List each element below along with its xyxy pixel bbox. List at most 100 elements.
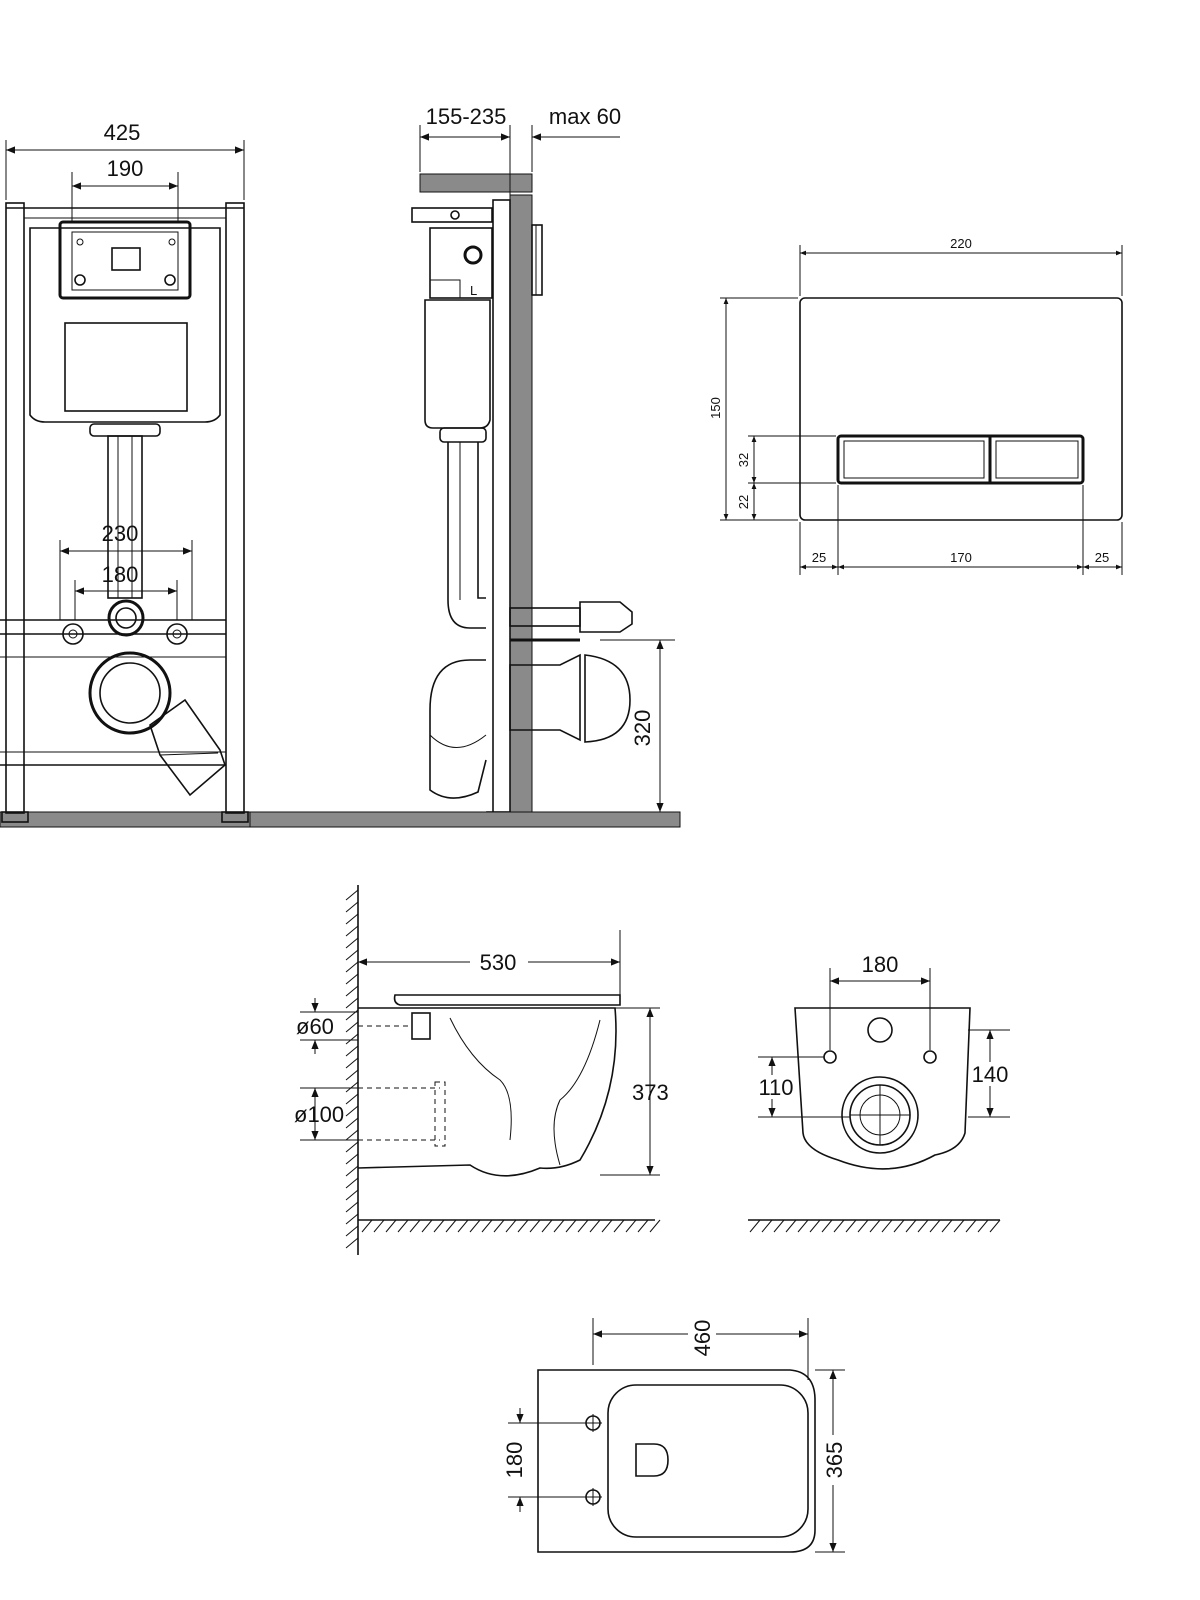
hatch-line	[345, 985, 359, 997]
toilet-bowl-side	[357, 1007, 617, 1177]
dim-frame-depth: 155-235	[426, 104, 507, 129]
hatch-line	[345, 925, 359, 937]
dim-bolt-inner: 180	[102, 562, 139, 587]
wall-cap	[419, 173, 533, 193]
dim-button-height: 32	[736, 453, 751, 467]
cistern-front	[29, 227, 221, 423]
hatch-line	[541, 1219, 553, 1233]
dim-rear-bolt-spacing: 180	[862, 952, 899, 977]
hatch-line	[845, 1219, 857, 1233]
hatch-line	[869, 1219, 881, 1233]
dim-toilet-length: 530	[480, 950, 517, 975]
floor-hatching-rear	[749, 1219, 1001, 1233]
bolt-right	[166, 623, 188, 645]
hatch-line	[457, 1219, 469, 1233]
hatch-line	[345, 1021, 359, 1033]
hatch-line	[345, 1093, 359, 1105]
hatch-line	[565, 1219, 577, 1233]
hatch-line	[345, 1225, 359, 1237]
flush-plate-edge	[531, 224, 543, 296]
pipe-side	[447, 442, 486, 629]
flush-buttons	[836, 434, 1085, 485]
dim-top-width: 365	[822, 1442, 847, 1479]
hatch-line	[345, 1045, 359, 1057]
frame-front-view: 425 190 230 180	[0, 120, 681, 828]
hatch-line	[649, 1219, 661, 1233]
toilet-top-lid-mark	[635, 1443, 669, 1477]
wall-section	[509, 194, 533, 816]
flush-pipe	[107, 435, 143, 599]
inlet-spigot	[579, 601, 633, 633]
hatch-line	[517, 1219, 529, 1233]
hatch-line	[589, 1219, 601, 1233]
hatch-line	[613, 1219, 625, 1233]
toilet-side-view: 530 ø60 ø100 373	[294, 885, 669, 1255]
outlet-ring-outer	[841, 1076, 919, 1154]
hatch-line	[345, 1033, 359, 1045]
hatch-line	[433, 1219, 445, 1233]
hatch-line	[761, 1219, 773, 1233]
hatch-line	[989, 1219, 1001, 1233]
hatch-line	[577, 1219, 589, 1233]
flush-button-small	[843, 440, 985, 479]
hatch-line	[345, 901, 359, 913]
hatch-line	[857, 1219, 869, 1233]
dim-wall-max: max 60	[549, 104, 621, 129]
dim-button-bottom: 22	[736, 495, 751, 509]
hatch-line	[941, 1219, 953, 1233]
hatch-line	[345, 1057, 359, 1069]
bolt-hole-right	[923, 1050, 937, 1064]
hatch-line	[345, 949, 359, 961]
hatch-line	[345, 961, 359, 973]
dim-inlet: ø60	[296, 1014, 334, 1039]
hatch-line	[345, 913, 359, 925]
hatch-line	[345, 889, 359, 901]
hatch-line	[345, 1201, 359, 1213]
hatch-line	[345, 973, 359, 985]
dim-outlet: ø100	[294, 1102, 344, 1127]
hatch-line	[929, 1219, 941, 1233]
hatch-line	[409, 1219, 421, 1233]
frame-post-left	[5, 202, 25, 814]
dim-bolt-outer: 230	[102, 521, 139, 546]
hatch-line	[345, 1153, 359, 1165]
hatch-line	[637, 1219, 649, 1233]
frame-post-right	[225, 202, 245, 814]
inlet-hole	[867, 1017, 893, 1043]
hatch-line	[345, 1237, 359, 1249]
drain-bend	[429, 659, 487, 799]
hatch-line	[345, 1105, 359, 1117]
hatch-line	[345, 1117, 359, 1129]
service-panel	[64, 322, 188, 412]
hatch-line	[421, 1219, 433, 1233]
hatch-line	[361, 1219, 373, 1233]
toilet-rear-outline	[794, 1007, 971, 1170]
bolt-hole-left	[823, 1050, 837, 1064]
hatch-line	[481, 1219, 493, 1233]
hatch-line	[345, 1177, 359, 1189]
flush-plate	[799, 297, 1123, 521]
bolt-left	[62, 623, 84, 645]
hatch-line	[821, 1219, 833, 1233]
hatch-line	[625, 1219, 637, 1233]
dim-rear-bolt-height: 140	[972, 1062, 1009, 1087]
cistern-side	[424, 299, 491, 429]
hatch-line	[345, 937, 359, 949]
dim-toilet-height: 373	[632, 1080, 669, 1105]
hatch-line	[505, 1219, 517, 1233]
hatch-line	[809, 1219, 821, 1233]
hatch-line	[345, 1189, 359, 1201]
dim-plate-height: 150	[708, 397, 723, 419]
hatch-line	[953, 1219, 965, 1233]
toilet-top-seat	[607, 1384, 809, 1538]
floor-hatching	[361, 1219, 661, 1233]
inlet-connector	[107, 599, 145, 637]
hatch-line	[601, 1219, 613, 1233]
dim-top-depth: 460	[690, 1320, 715, 1357]
flush-plate-view: 220 150 32 22 25 170 25	[708, 236, 1123, 575]
hatch-line	[373, 1219, 385, 1233]
hatch-line	[345, 997, 359, 1009]
outlet-side	[509, 653, 581, 742]
mark-l: L	[470, 283, 477, 298]
